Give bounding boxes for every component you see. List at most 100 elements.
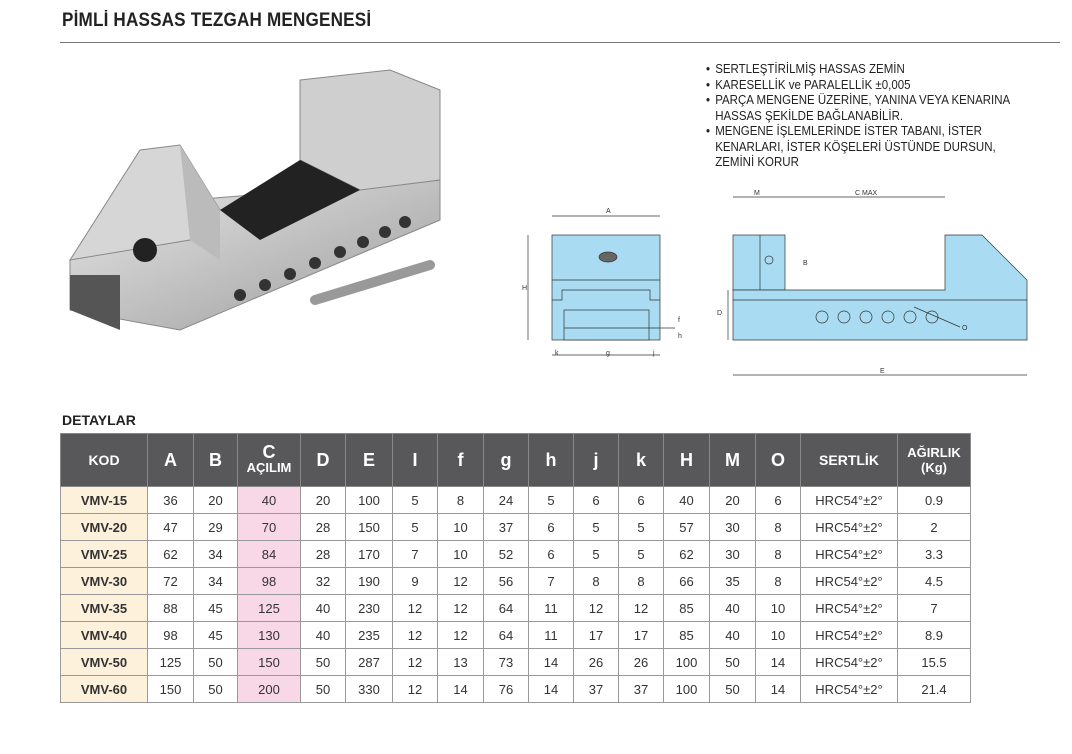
table-cell: 40	[300, 621, 346, 649]
dim-f: f	[678, 317, 680, 324]
header-label: AĞIRLIK	[907, 445, 961, 460]
table-cell: 37	[483, 513, 529, 541]
table-cell: 5	[618, 513, 664, 541]
column-header: B	[193, 433, 238, 487]
dim-o: O	[962, 325, 968, 332]
page-title: PİMLİ HASSAS TEZGAH MENGENESİ	[62, 10, 372, 31]
table-cell: 8	[573, 567, 619, 595]
table-cell: 40	[709, 594, 756, 622]
table-cell: 14	[755, 675, 801, 703]
table-cell: 62	[147, 540, 194, 568]
section-title: DETAYLAR	[62, 412, 136, 428]
table-cell: 13	[437, 648, 484, 676]
product-code: VMV-30	[60, 567, 148, 595]
technical-drawing: A H k g j f h M C MAX B D E O	[522, 190, 1028, 376]
table-cell: 66	[663, 567, 710, 595]
table-cell: 40	[663, 486, 710, 514]
table-cell: 12	[392, 648, 438, 676]
table-cell: 26	[573, 648, 619, 676]
table-cell: 64	[483, 621, 529, 649]
table-cell: 29	[193, 513, 238, 541]
header-sublabel: (Kg)	[921, 460, 947, 475]
table-cell: 14	[437, 675, 484, 703]
header-label: KOD	[88, 452, 120, 468]
table-cell: 8.9	[897, 621, 971, 649]
table-cell: 50	[300, 648, 346, 676]
column-header: A	[147, 433, 194, 487]
table-cell: 200	[237, 675, 301, 703]
table-cell: 11	[528, 594, 574, 622]
table-cell: 8	[618, 567, 664, 595]
table-cell: 10	[437, 513, 484, 541]
header-label: g	[500, 449, 512, 470]
table-cell: 8	[437, 486, 484, 514]
dim-j: j	[652, 350, 655, 357]
table-cell: 12	[618, 594, 664, 622]
header-label: k	[635, 449, 646, 470]
table-cell: 125	[237, 594, 301, 622]
table-cell: 50	[300, 675, 346, 703]
dim-e: E	[880, 368, 885, 375]
table-cell: 17	[573, 621, 619, 649]
table-cell: 17	[618, 621, 664, 649]
table-cell: 235	[345, 621, 393, 649]
table-cell: 170	[345, 540, 393, 568]
table-cell: HRC54°±2°	[800, 648, 898, 676]
table-cell: 12	[437, 621, 484, 649]
column-header: D	[300, 433, 346, 487]
table-cell: 37	[618, 675, 664, 703]
table-cell: 34	[193, 540, 238, 568]
table-cell: 21.4	[897, 675, 971, 703]
table-cell: 9	[392, 567, 438, 595]
table-cell: 230	[345, 594, 393, 622]
header-label: j	[593, 449, 599, 470]
table-cell: 6	[573, 486, 619, 514]
table-cell: HRC54°±2°	[800, 675, 898, 703]
table-cell: 40	[300, 594, 346, 622]
table-cell: 8	[755, 540, 801, 568]
dim-k: k	[555, 350, 559, 357]
dim-h-total: H	[522, 285, 527, 292]
dim-cmax: C MAX	[855, 190, 878, 197]
column-header: AĞIRLIK(Kg)	[897, 433, 971, 487]
product-code: VMV-50	[60, 648, 148, 676]
table-cell: 330	[345, 675, 393, 703]
table-cell: 28	[300, 540, 346, 568]
table-cell: 50	[709, 648, 756, 676]
column-header: f	[437, 433, 484, 487]
header-label: M	[725, 449, 740, 470]
table-cell: 36	[147, 486, 194, 514]
table-cell: 45	[193, 621, 238, 649]
column-header: g	[483, 433, 529, 487]
table-cell: 37	[573, 675, 619, 703]
table-cell: 62	[663, 540, 710, 568]
product-code: VMV-60	[60, 675, 148, 703]
column-header: I	[392, 433, 438, 487]
table-cell: 150	[237, 648, 301, 676]
column-header: M	[709, 433, 756, 487]
table-cell: 88	[147, 594, 194, 622]
column-header: H	[663, 433, 710, 487]
table-cell: 6	[528, 513, 574, 541]
header-label: B	[209, 449, 222, 470]
table-cell: 84	[237, 540, 301, 568]
table-cell: 15.5	[897, 648, 971, 676]
table-cell: 30	[709, 513, 756, 541]
table-cell: 10	[755, 594, 801, 622]
table-cell: 64	[483, 594, 529, 622]
table-cell: 85	[663, 594, 710, 622]
table-cell: 3.3	[897, 540, 971, 568]
side-view	[727, 196, 1028, 376]
table-cell: 190	[345, 567, 393, 595]
table-cell: 5	[573, 540, 619, 568]
table-cell: 47	[147, 513, 194, 541]
table-cell: 150	[147, 675, 194, 703]
header-label: O	[770, 449, 785, 470]
table-cell: 100	[663, 675, 710, 703]
table-cell: 26	[618, 648, 664, 676]
table-cell: 7	[897, 594, 971, 622]
header-label: A	[164, 449, 177, 470]
